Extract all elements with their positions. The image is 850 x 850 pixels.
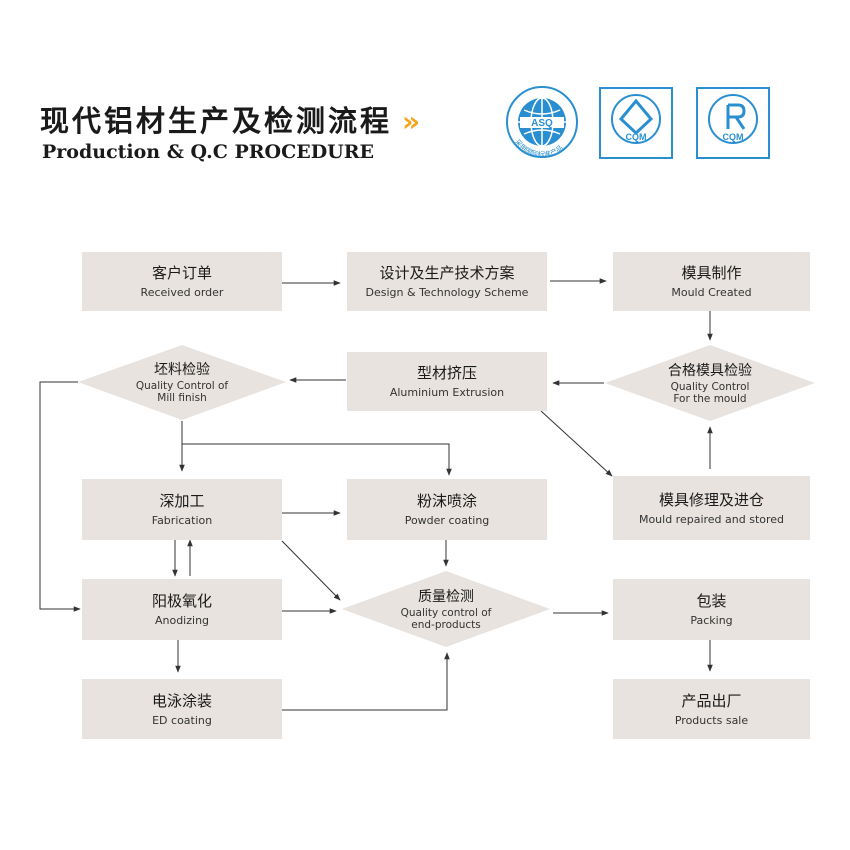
node-label-zh: 模具修理及进仓 [658,490,764,509]
node-qc-end: 质量检测 Quality control of end-products [376,582,516,638]
node-label-en: Anodizing [154,614,210,627]
node-anodizing: 阳极氧化 Anodizing [82,579,282,640]
node-label-zh: 模具制作 [681,264,742,282]
asq-logo-text: ASQ [531,118,553,129]
diamond-qc-mould [605,345,815,421]
arrow-qc-mill-to-anodizing [39,381,81,612]
node-label-zh: 型材挤压 [416,364,477,382]
cqm-cert-logo-2: CQM [696,87,770,159]
page-subtitle: Production & Q.C PROCEDURE [42,141,375,163]
arrow-ed-to-qc-end [282,652,450,711]
node-label-zh: 深加工 [159,492,205,510]
asq-globe-logo: ASQ 采用国际标准产品 [506,86,578,159]
node-label-en: Aluminium Extrusion [389,386,505,399]
node-received-order: 客户订单 Received order [82,252,282,311]
node-label-en: Quality Control of [135,380,229,392]
node-label-zh: 合格模具检验 [668,363,752,379]
node-products-sale: 产品出厂 Products sale [613,679,810,739]
node-qc-mould: 合格模具检验 Quality Control For the mould [640,356,780,412]
node-label-en: Quality control of [400,607,492,619]
node-label-zh: 阳极氧化 [151,592,212,610]
node-label-zh: 产品出厂 [681,691,742,710]
arrow-extrusion-to-repair [540,410,613,477]
node-mould-repaired: 模具修理及进仓 Mould repaired and stored [613,476,810,540]
node-label-en: Products sale [674,713,749,727]
cqm-logo-text-2: CQM [723,132,744,142]
node-label-en: Mould Created [671,286,752,299]
node-packing: 包装 Packing [613,579,810,640]
node-mould-created: 模具制作 Mould Created [613,252,810,311]
node-extrusion: 型材挤压 Aluminium Extrusion [347,352,547,411]
diamond-qc-end [342,571,550,647]
cqm-logo-text-1: CQM [626,132,647,142]
node-label-zh: 质量检测 [418,589,474,605]
node-label-zh: 包装 [696,592,727,610]
node-label-en: Powder coating [404,514,490,527]
node-label-zh: 粉沫喷涂 [416,492,477,510]
node-label-en-2: end-products [411,619,481,631]
node-label-zh: 坯料检验 [154,362,210,378]
node-label-en-2: For the mould [673,393,747,405]
arrow-qc-mill-to-powder [182,443,452,476]
node-design-scheme: 设计及生产技术方案 Design & Technology Scheme [347,252,547,311]
node-label-en: Quality Control [670,381,750,393]
node-qc-mill: 坯料检验 Quality Control of Mill finish [112,355,252,411]
diamond-qc-mill [78,345,286,420]
node-label-en: Packing [690,614,733,627]
cqm-seal-icon: CQM [611,94,661,144]
node-label-zh: 设计及生产技术方案 [379,264,515,282]
page-title-text: 现代铝材生产及检测流程 [40,104,393,138]
node-label-en-2: Mill finish [157,392,207,404]
node-label-en: Received order [140,286,224,299]
arrow-fabrication-to-qc-end [281,540,341,601]
node-label-en: Fabrication [151,514,213,527]
node-label-en: Mould repaired and stored [638,512,785,526]
node-label-zh: 电泳涂装 [151,691,212,710]
node-ed-coating: 电泳涂装 ED coating [82,679,282,739]
node-label-en: Design & Technology Scheme [365,286,529,299]
node-label-zh: 客户订单 [151,264,212,282]
node-label-en: ED coating [152,713,212,727]
node-powder-coating: 粉沫喷涂 Powder coating [347,479,547,540]
cqm-seal-icon: CQM [708,94,758,144]
cqm-cert-logo-1: CQM [599,87,673,159]
node-fabrication: 深加工 Fabrication [82,479,282,540]
